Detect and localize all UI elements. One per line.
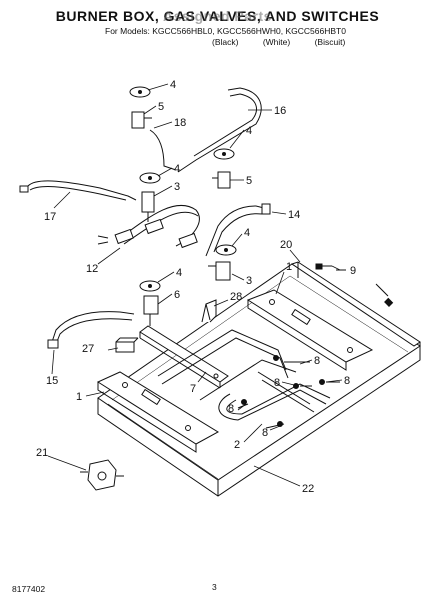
gas-valve-upper-right — [212, 148, 235, 189]
callout-3: 3 — [246, 275, 252, 287]
callout-21: 21 — [36, 447, 48, 459]
bracket-part-28 — [201, 299, 217, 323]
callout-28: 28 — [230, 291, 242, 303]
regulator-part-21 — [80, 459, 124, 491]
callout-8: 8 — [228, 403, 234, 415]
switch-part-27 — [115, 337, 139, 353]
model-colors: (Black) (White) (Biscuit) — [212, 37, 345, 47]
callout-labels: 4 5 18 16 4 5 4 3 17 14 4 12 20 3 4 9 1 … — [36, 79, 356, 495]
gas-valve-upper-left — [129, 86, 177, 171]
callout-4: 4 — [174, 163, 180, 175]
callout-27: 27 — [82, 343, 94, 355]
screws-part-9 — [315, 263, 394, 307]
callout-1: 1 — [76, 391, 82, 403]
callout-8: 8 — [274, 377, 280, 389]
callout-3: 3 — [174, 181, 180, 193]
side-panel-part-20 — [290, 261, 421, 356]
callout-18: 18 — [174, 117, 186, 129]
tube-part-14 — [205, 203, 271, 257]
callout-2: 2 — [234, 439, 240, 451]
callout-7: 7 — [190, 383, 196, 395]
callout-4: 4 — [246, 125, 252, 137]
wire-harness-part-12 — [97, 204, 200, 249]
color-black-label: (Black) — [212, 37, 239, 47]
callout-4: 4 — [170, 79, 176, 91]
bracket-part-1-back — [246, 289, 374, 371]
callout-4: 4 — [176, 267, 182, 279]
gas-valve-right-middle — [208, 244, 237, 281]
gas-valve-middle — [139, 172, 161, 222]
burner-tubes — [157, 329, 331, 421]
callout-12: 12 — [86, 263, 98, 275]
callout-9: 9 — [350, 265, 356, 277]
callout-5: 5 — [158, 101, 164, 113]
callout-8: 8 — [344, 375, 350, 387]
callout-8: 8 — [262, 427, 268, 439]
color-biscuit-label: (Biscuit) — [314, 37, 346, 47]
bracket-part-1-front — [96, 371, 219, 453]
callout-16: 16 — [274, 105, 286, 117]
color-white-label: (White) — [262, 37, 291, 47]
title-overlay-text: Assigned Parts — [163, 8, 272, 24]
callout-8: 8 — [314, 355, 320, 367]
gas-valve-lower-left — [139, 280, 161, 326]
callout-20: 20 — [280, 239, 292, 251]
callout-4: 4 — [244, 227, 250, 239]
tube-part-16 — [177, 87, 262, 173]
callout-1: 1 — [286, 261, 292, 273]
tube-part-15 — [47, 311, 135, 349]
callout-14: 14 — [288, 209, 300, 221]
diagram-title: BURNER BOX, GAS VALVES, AND SWITCHES — [55, 8, 380, 24]
callout-22: 22 — [302, 483, 314, 495]
callout-6: 6 — [174, 289, 180, 301]
models-line: For Models: KGCC566HBL0, KGCC566HWH0, KG… — [105, 26, 346, 36]
page-number: 3 — [212, 582, 217, 592]
tube-part-17 — [19, 180, 137, 201]
callout-17: 17 — [44, 211, 56, 223]
leader-lines — [47, 83, 343, 487]
callout-15: 15 — [46, 375, 58, 387]
callout-5: 5 — [246, 175, 252, 187]
document-code: 8177402 — [12, 584, 46, 594]
